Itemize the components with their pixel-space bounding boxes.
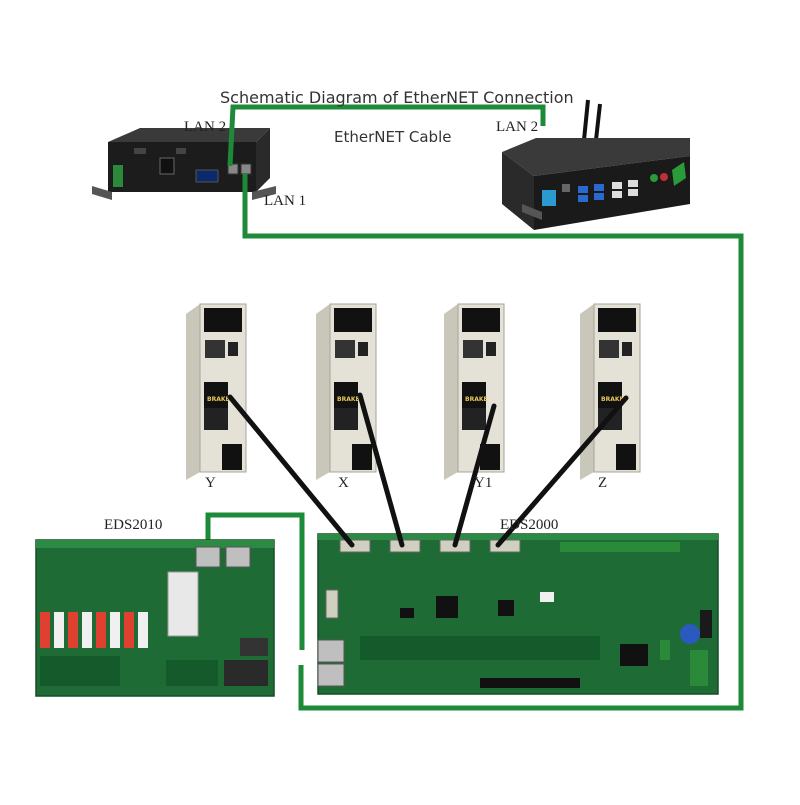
io-board-to-main-board-cable bbox=[205, 512, 305, 650]
diagram-title: Schematic Diagram of EtherNET Connection bbox=[220, 88, 574, 107]
rj45-port-icon bbox=[225, 546, 251, 568]
antenna-icon bbox=[594, 103, 602, 141]
terminal-row bbox=[360, 636, 600, 660]
capacitor-icon bbox=[680, 624, 700, 644]
sticker bbox=[542, 190, 556, 206]
ethernet-cable-label: EtherNET Cable bbox=[334, 128, 452, 146]
left-lan1-label: LAN 1 bbox=[264, 193, 307, 209]
main-board-eds2000 bbox=[317, 533, 719, 695]
left-industrial-pc bbox=[92, 128, 276, 200]
servo-drive-y bbox=[186, 303, 247, 480]
drive-z-cable bbox=[495, 395, 629, 548]
db-connector-icon bbox=[489, 539, 521, 553]
db-connector-icon bbox=[339, 539, 371, 553]
drive-label-y: Y bbox=[205, 475, 216, 491]
right-industrial-pc bbox=[502, 99, 690, 230]
processor-chip bbox=[436, 596, 458, 618]
drive-label-x: X bbox=[338, 475, 349, 491]
servo-drive-y1 bbox=[444, 303, 505, 480]
left-lan2-label: LAN 2 bbox=[184, 119, 227, 135]
brake-tag-z: BRAKE bbox=[601, 396, 624, 403]
terminal-block-icon bbox=[113, 165, 123, 187]
servo-drive-z bbox=[580, 303, 641, 480]
drive-y-cable bbox=[227, 394, 355, 548]
power-button-icon bbox=[672, 162, 686, 186]
drive-label-y1: Y1 bbox=[474, 475, 493, 491]
right-lan2-label: LAN 2 bbox=[496, 119, 539, 135]
drive-label-z: Z bbox=[598, 475, 608, 491]
lan2-port-icon bbox=[227, 163, 239, 175]
rj45-port-icon bbox=[195, 546, 221, 568]
ethernet-cables bbox=[205, 104, 744, 711]
rj45-port-icon bbox=[317, 663, 345, 687]
servo-drive-x bbox=[316, 303, 377, 480]
db-connector-icon bbox=[389, 539, 421, 553]
rj45-port-icon bbox=[317, 639, 345, 663]
label-sticker bbox=[167, 571, 199, 637]
io-board-eds2010 bbox=[35, 539, 275, 697]
relay-row bbox=[40, 612, 148, 648]
lan2-link-cable bbox=[227, 104, 546, 167]
main-board-label: EDS2000 bbox=[500, 517, 559, 533]
brake-tag-x: BRAKE bbox=[337, 396, 360, 403]
lan1-port-icon bbox=[240, 163, 252, 175]
lan1-to-main-board-cable bbox=[242, 174, 744, 711]
io-board-label: EDS2010 bbox=[104, 517, 163, 533]
drive-y1-cable bbox=[452, 403, 497, 548]
vga-port-icon bbox=[195, 169, 219, 183]
antenna-icon bbox=[582, 99, 590, 141]
brake-tag-y: BRAKE bbox=[207, 396, 230, 403]
brake-tag-y1: BRAKE bbox=[465, 396, 488, 403]
encoder-cables bbox=[227, 392, 629, 548]
drive-x-cable bbox=[357, 392, 405, 548]
